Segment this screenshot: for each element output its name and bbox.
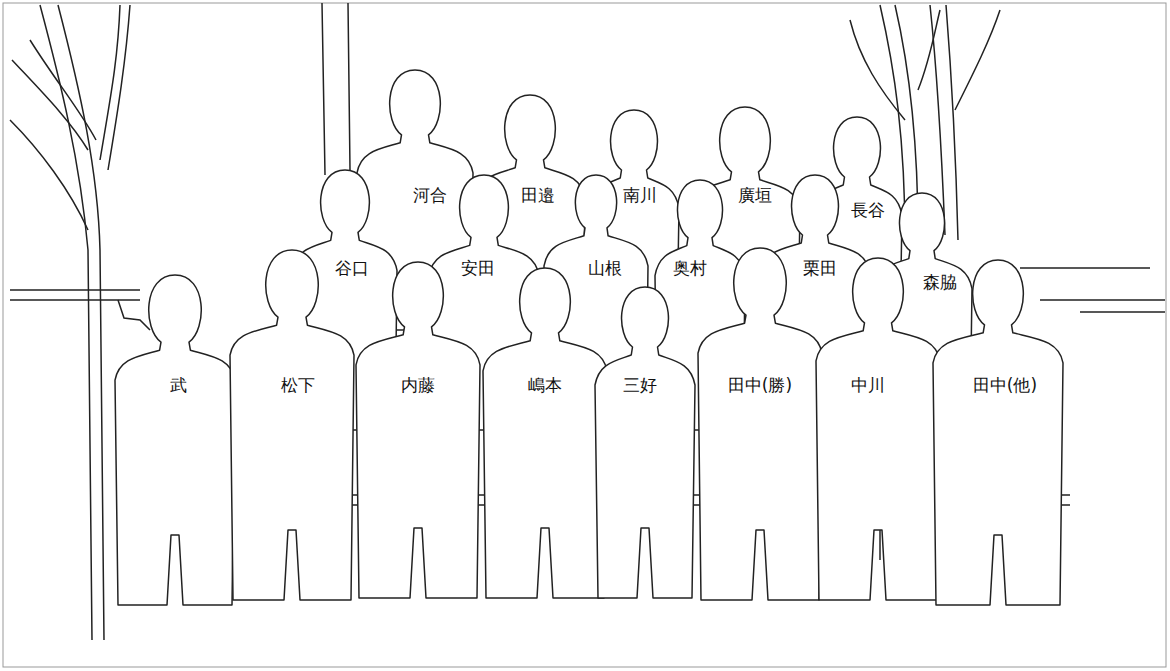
scene-lines bbox=[3, 3, 1166, 667]
person-name: 三好 bbox=[623, 376, 657, 395]
person-name: 河合 bbox=[413, 186, 447, 205]
silhouette-path bbox=[230, 250, 354, 600]
person-name: 森脇 bbox=[923, 273, 957, 292]
person-name: 松下 bbox=[281, 376, 315, 395]
person-silhouette: 嶋本 bbox=[483, 268, 607, 598]
person-name: 武 bbox=[170, 376, 187, 395]
person-name: 田中(他) bbox=[973, 376, 1037, 395]
person-name: 田邉 bbox=[521, 186, 555, 205]
person-name: 内藤 bbox=[401, 376, 435, 395]
person-silhouette: 三好 bbox=[595, 287, 695, 598]
person-name: 山根 bbox=[588, 259, 622, 278]
person-name: 奥村 bbox=[673, 259, 707, 278]
silhouette-path bbox=[483, 268, 607, 598]
person-name: 栗田 bbox=[803, 259, 837, 278]
person-name: 嶋本 bbox=[528, 376, 562, 395]
person-silhouette: 中川 bbox=[816, 258, 940, 600]
person-name: 中川 bbox=[851, 376, 885, 395]
silhouette-outline bbox=[356, 262, 480, 598]
silhouette-outline bbox=[595, 287, 695, 598]
silhouette-path bbox=[115, 275, 235, 605]
silhouette-path bbox=[816, 258, 940, 600]
person-name: 長谷 bbox=[851, 201, 885, 220]
person-name: 田中(勝) bbox=[728, 376, 792, 395]
person-silhouette: 武 bbox=[115, 275, 235, 605]
silhouette-outline bbox=[115, 275, 235, 605]
silhouette-outline bbox=[816, 258, 940, 600]
silhouette-path bbox=[933, 260, 1063, 605]
silhouette-path bbox=[595, 287, 695, 598]
silhouette-path bbox=[698, 248, 822, 600]
silhouette-outline bbox=[698, 248, 822, 600]
person-silhouette: 田中(勝) bbox=[698, 248, 822, 600]
person-silhouette: 田中(他) bbox=[933, 260, 1063, 605]
silhouette-outline bbox=[230, 250, 354, 600]
person-name: 谷口 bbox=[335, 259, 369, 278]
person-silhouette: 松下 bbox=[230, 250, 354, 600]
person-name: 廣垣 bbox=[738, 186, 772, 205]
silhouette-outline bbox=[933, 260, 1063, 605]
person-silhouette: 内藤 bbox=[356, 262, 480, 598]
silhouette-path bbox=[356, 262, 480, 598]
person-name: 安田 bbox=[461, 259, 495, 278]
silhouette-outline bbox=[483, 268, 607, 598]
person-name: 南川 bbox=[623, 186, 657, 205]
